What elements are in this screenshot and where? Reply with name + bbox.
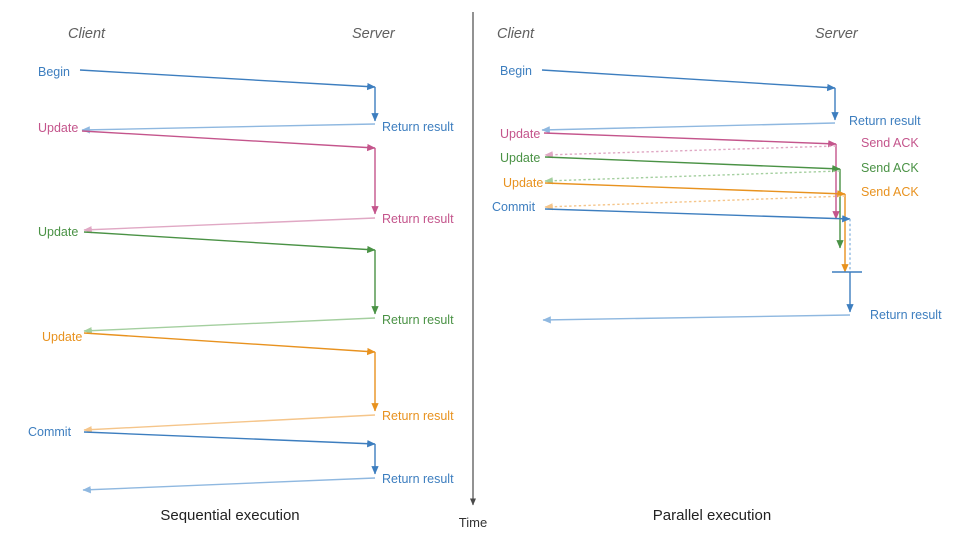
flow-sequential-update1-request: [81, 130, 376, 152]
flow-sequential-begin-request: [79, 69, 376, 91]
message-label: Commit: [492, 200, 536, 214]
flow-parallel-update1-ack: [544, 145, 837, 159]
flow-parallel-update2-request: [544, 156, 841, 173]
time-axis-label: Time: [459, 515, 487, 530]
flow-sequential-update3-return: [83, 414, 376, 434]
message-label: Return result: [382, 409, 454, 423]
message-label: Return result: [382, 472, 454, 486]
flow-sequential-commit-return: [82, 477, 376, 494]
message-label: Update: [500, 151, 540, 165]
message-label: Update: [500, 127, 540, 141]
message-label: Update: [38, 121, 78, 135]
panel-caption-sequential: Sequential execution: [160, 507, 299, 524]
flow-sequential-update3-request: [83, 332, 376, 356]
flow-parallel-update2-ack: [544, 170, 841, 185]
lane-header-server-parallel: Server: [815, 26, 859, 42]
flow-sequential-begin-return: [81, 123, 376, 134]
message-label: Commit: [28, 425, 72, 439]
flow-parallel-commit-request: [544, 208, 851, 223]
flow-parallel-update1-request: [543, 132, 837, 148]
message-label: Return result: [849, 114, 921, 128]
flow-parallel-commit-return: [542, 314, 851, 324]
flow-parallel-begin-return: [541, 122, 836, 134]
message-label: Begin: [500, 64, 532, 78]
flow-parallel-begin-request: [541, 69, 836, 92]
flow-sequential-update2-return: [83, 317, 376, 335]
message-label: Update: [38, 225, 78, 239]
lane-header-server-sequential: Server: [352, 26, 396, 42]
message-label: Update: [42, 330, 82, 344]
message-label: Return result: [382, 120, 454, 134]
flow-sequential-update1-return: [83, 217, 376, 234]
message-label: Update: [503, 176, 543, 190]
flow-sequential-update2-request: [83, 231, 376, 254]
message-label: Begin: [38, 65, 70, 79]
lane-header-client-parallel: Client: [497, 26, 535, 42]
time-axis-group: Time: [459, 12, 487, 530]
message-label: Return result: [870, 308, 942, 322]
message-label: Return result: [382, 212, 454, 226]
message-label: Send ACK: [861, 161, 919, 175]
flow-parallel-update3-request: [544, 182, 846, 198]
lane-header-client-sequential: Client: [68, 26, 106, 42]
message-label: Send ACK: [861, 136, 919, 150]
flow-sequential-commit-request: [83, 431, 376, 448]
message-label: Return result: [382, 313, 454, 327]
panel-caption-parallel: Parallel execution: [653, 507, 771, 524]
flow-parallel-update3-ack: [544, 195, 846, 211]
message-label: Send ACK: [861, 185, 919, 199]
